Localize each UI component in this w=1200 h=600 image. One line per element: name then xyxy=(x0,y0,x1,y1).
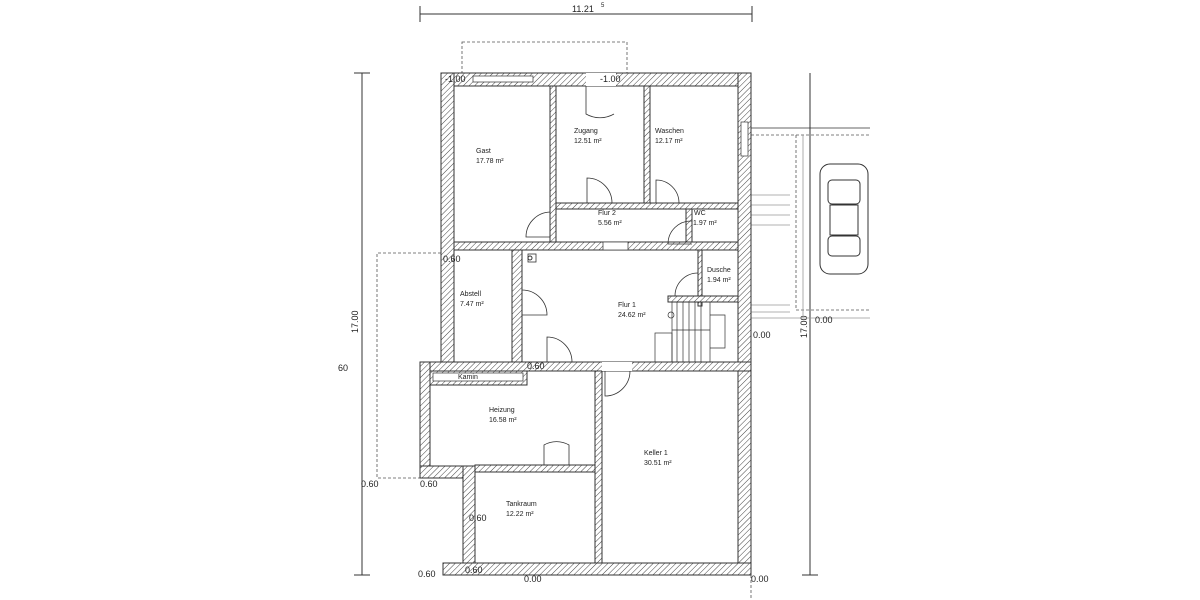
room-gast-name: Gast xyxy=(476,148,491,155)
room-abstell-name: Abstell xyxy=(460,291,481,298)
level-abstell-corner: 0.60 xyxy=(443,254,461,264)
level-tank-wall: 0.60 xyxy=(469,513,487,523)
room-kamin-name: Kamin xyxy=(458,374,478,381)
level-heizung-corner: 0.60 xyxy=(420,479,438,489)
room-waschen-area: 12.17 m² xyxy=(655,138,683,145)
top-width-sup: 5 xyxy=(601,3,605,9)
room-dusche-name: Dusche xyxy=(707,267,731,274)
room-heizung-area: 16.58 m² xyxy=(489,417,517,424)
room-wc-name: WC xyxy=(694,210,706,217)
level-bottom-mid: 0.00 xyxy=(524,574,542,584)
level-top-entry: -1.00 xyxy=(600,74,621,84)
carport xyxy=(751,127,870,319)
window xyxy=(740,121,749,157)
terrace-outline xyxy=(461,41,628,74)
room-flur2-area: 5.56 m² xyxy=(598,220,622,227)
room-flur1-name: Flur 1 xyxy=(618,302,636,309)
room-gast-area: 17.78 m² xyxy=(476,158,504,165)
room-dusche-area: 1.94 m² xyxy=(707,277,731,284)
room-flur1-area: 24.62 m² xyxy=(618,312,646,319)
room-labels: Gast 17.78 m² Zugang 12.51 m² Waschen 12… xyxy=(458,128,731,518)
right-dimension-line: 17.00 xyxy=(799,73,818,576)
right-height-label: 17.00 xyxy=(799,315,809,338)
room-wc-area: 1.97 m² xyxy=(693,220,717,227)
staircase xyxy=(654,301,726,363)
car-icon xyxy=(819,163,869,275)
room-flur2-name: Flur 2 xyxy=(598,210,616,217)
left-height-label: 17.00 xyxy=(350,310,360,333)
level-right-mid: 0.00 xyxy=(753,330,771,340)
level-bottom-left: 0.60 xyxy=(418,569,436,579)
room-abstell-area: 7.47 m² xyxy=(460,301,484,308)
room-waschen-name: Waschen xyxy=(655,128,684,135)
level-top-left: -1.00 xyxy=(445,74,466,84)
room-tankraum-name: Tankraum xyxy=(506,501,537,508)
room-keller1-name: Keller 1 xyxy=(644,450,668,457)
top-dimension-line: 11.21 5 xyxy=(419,3,753,22)
level-outer-left: 0.60 xyxy=(361,479,379,489)
room-keller1-area: 30.51 m² xyxy=(644,460,672,467)
level-right-garage: 0.00 xyxy=(815,315,833,325)
doors xyxy=(521,86,699,465)
window xyxy=(472,75,534,83)
left-outer-label: 60 xyxy=(338,363,348,373)
level-bottom-right: 0.00 xyxy=(751,574,769,584)
room-zugang-area: 12.51 m² xyxy=(574,138,602,145)
level-bottom-left2: 0.60 xyxy=(465,565,483,575)
level-kamin-corner: 0.60 xyxy=(527,361,545,371)
outside-stairs xyxy=(751,194,790,313)
top-width-label: 11.21 xyxy=(572,4,594,14)
left-dimension-line: 17.00 60 xyxy=(338,72,370,576)
room-zugang-name: Zugang xyxy=(574,128,598,135)
kamin-box xyxy=(432,372,524,382)
extension-outline xyxy=(376,252,441,479)
walls xyxy=(419,72,752,576)
level-labels: -1.00 -1.00 0.60 0.60 0.00 0.00 0.60 0.6… xyxy=(361,74,833,584)
room-heizung-name: Heizung xyxy=(489,407,515,414)
room-tankraum-area: 12.22 m² xyxy=(506,511,534,518)
